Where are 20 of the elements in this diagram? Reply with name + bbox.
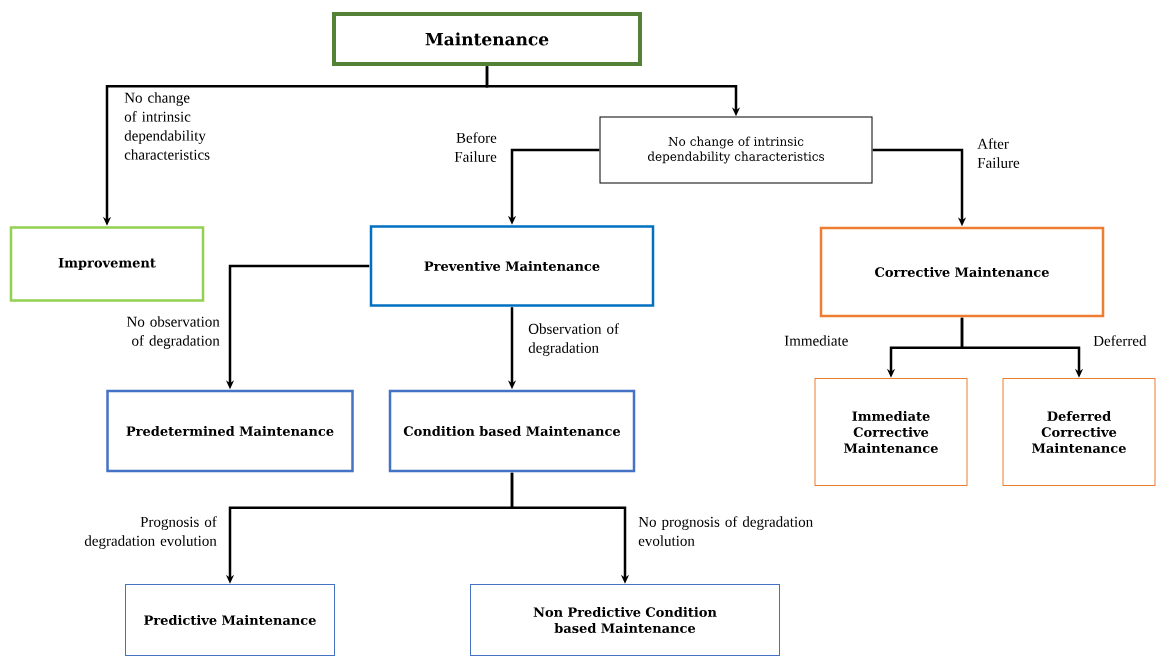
type-box: Predetermined Maintenance	[106, 389, 354, 473]
edge-label: Observation of degradation	[528, 323, 619, 356]
edge-label: No observation of degradation	[126, 316, 220, 349]
category-box: Corrective Maintenance	[819, 226, 1105, 318]
title-box: Maintenance	[332, 12, 642, 66]
edge-label: After Failure	[977, 138, 1020, 168]
type-box: Non Predictive Condition based Maintenance	[470, 584, 780, 656]
type-box: Condition based Maintenance	[388, 389, 636, 473]
type-box: Predictive Maintenance	[125, 584, 335, 656]
edge-label: No change of intrinsic dependability characteristics	[124, 92, 210, 160]
edge-label: Deferred	[1093, 335, 1147, 346]
condition-box: No change of intrinsic dependability characteristics	[599, 116, 873, 184]
category-box: Preventive Maintenance	[369, 225, 655, 307]
type-box: Deferred Corrective Maintenance	[1002, 378, 1156, 486]
category-box: Improvement	[9, 226, 205, 302]
type-box: Immediate Corrective Maintenance	[814, 378, 968, 486]
edge-label: Before Failure	[454, 132, 497, 162]
edge-label: No prognosis of degradation evolution	[638, 516, 813, 546]
edge-label: Immediate	[784, 335, 848, 346]
edge-label: Prognosis of degradation evolution	[84, 516, 217, 549]
